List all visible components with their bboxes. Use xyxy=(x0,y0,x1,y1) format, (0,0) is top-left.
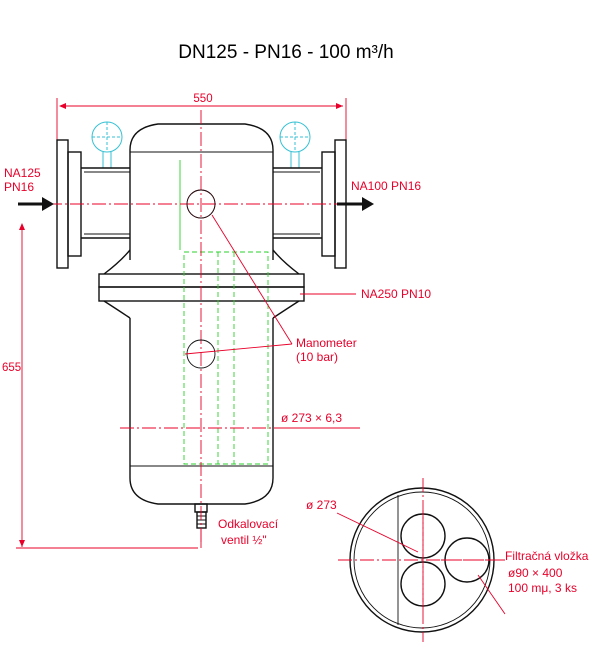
main-flange xyxy=(98,273,305,319)
outlet-label: NA100 PN16 xyxy=(351,179,421,193)
filter-cartridges xyxy=(179,160,269,465)
inlet-label-2: PN16 xyxy=(4,180,34,194)
cartridge-label-2: ø90 × 400 xyxy=(508,566,563,580)
cartridge-label-3: 100 mμ, 3 ks xyxy=(508,581,577,595)
drawing-title: DN125 - PN16 - 100 m³/h xyxy=(178,42,393,63)
inlet-arrow-icon xyxy=(18,197,54,211)
outlet-arrow-icon xyxy=(337,197,374,211)
width-dimension: 550 xyxy=(56,93,347,140)
height-dimension: 655 xyxy=(2,223,198,549)
flange-label: NA250 PN10 xyxy=(361,287,431,301)
cross-section xyxy=(336,478,506,642)
cartridge-label-1: Filtračná vložka xyxy=(505,549,589,563)
gauge-left-icon xyxy=(91,121,123,168)
drain-label-1: Odkalovací xyxy=(218,517,279,531)
lower-vessel xyxy=(129,318,274,505)
pipe-dimension-label: ø 273 × 6,3 xyxy=(281,411,342,425)
manometer-ports xyxy=(184,189,293,369)
manometer-label-2: (10 bar) xyxy=(296,350,338,364)
upper-housing xyxy=(103,123,300,275)
drain-label-2: ventil ½" xyxy=(221,533,267,547)
inlet-label-1: NA125 xyxy=(4,166,41,180)
height-dimension-value: 655 xyxy=(2,362,21,374)
center-lines xyxy=(48,110,354,545)
section-diameter-label: ø 273 xyxy=(306,498,337,512)
width-dimension-value: 550 xyxy=(193,93,212,105)
gauge-right-icon xyxy=(279,121,311,168)
manometer-label-1: Manometer xyxy=(296,336,357,350)
